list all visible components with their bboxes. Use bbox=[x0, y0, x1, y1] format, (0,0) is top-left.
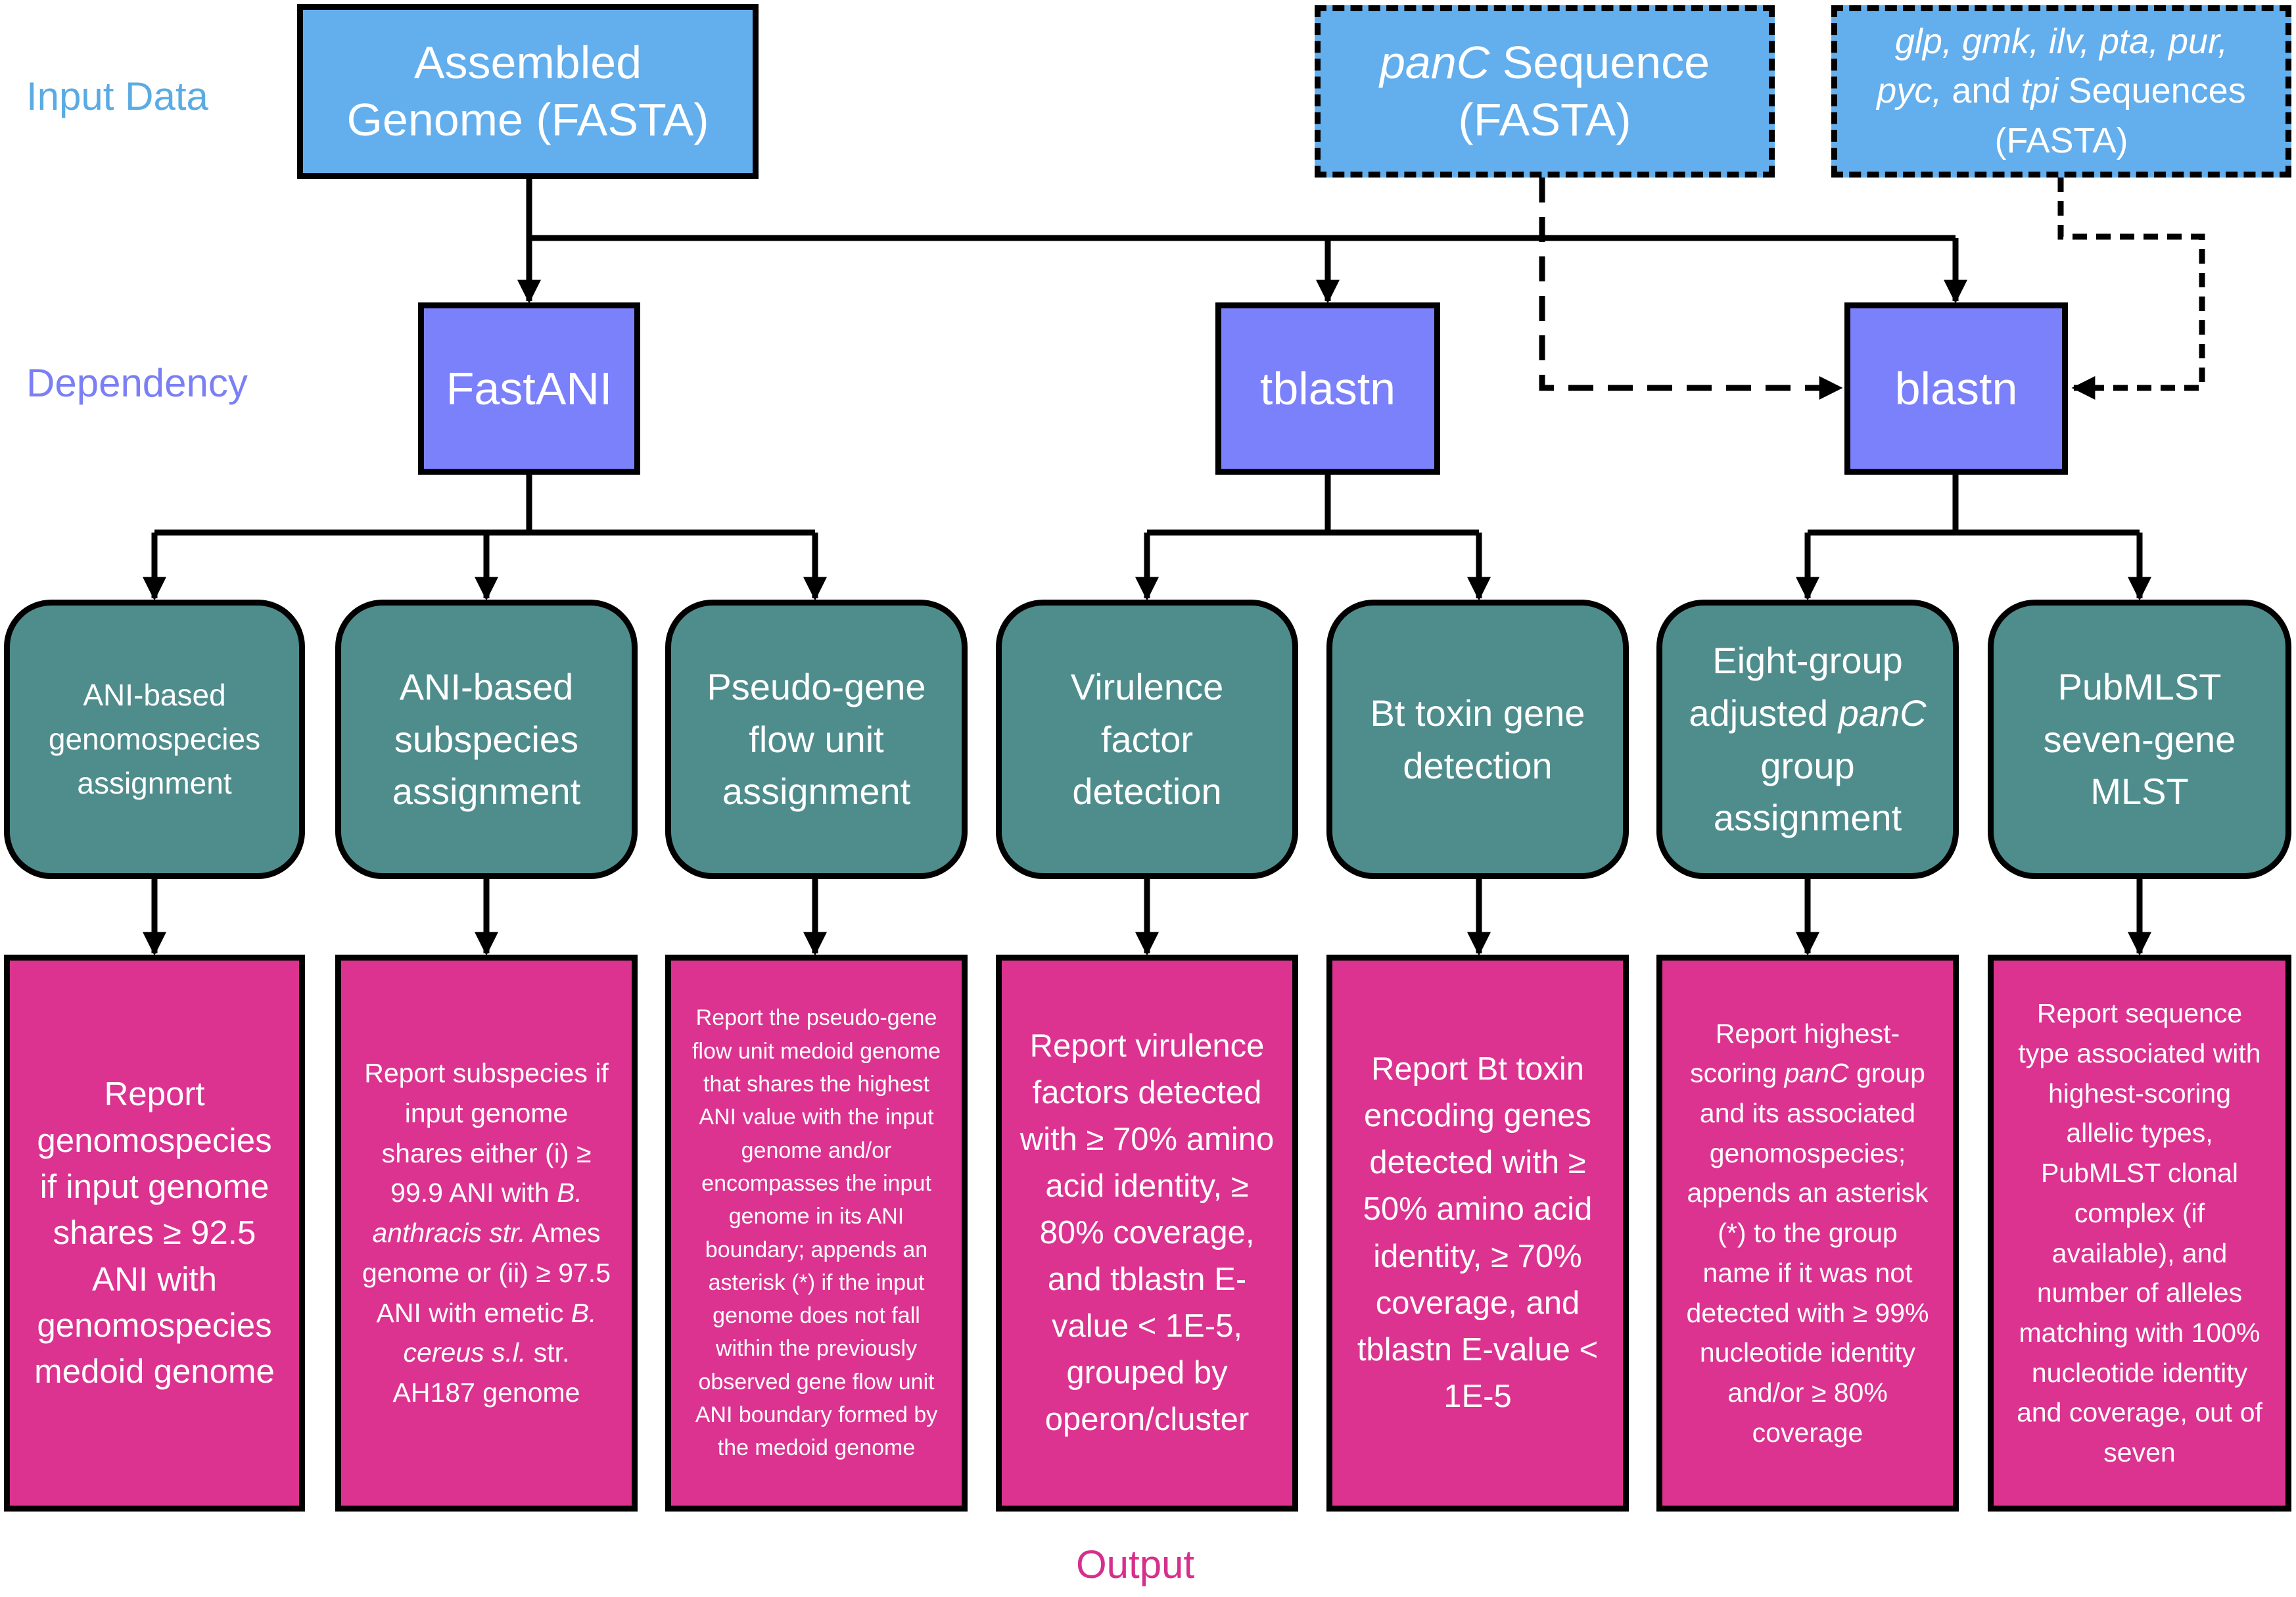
tblastn-label: tblastn bbox=[1259, 363, 1396, 414]
fastani-label: FastANI bbox=[446, 363, 613, 414]
bt-toxin-output-box: Report Bt toxin encoding genes detected … bbox=[1326, 955, 1629, 1512]
panc-group-task-box: Eight-group adjusted panC group assignme… bbox=[1656, 600, 1959, 879]
genomospecies-task-label: ANI-based genomospecies assignment bbox=[48, 678, 261, 800]
virulence-task-label: Virulence factor detection bbox=[1070, 666, 1224, 813]
input-data-label: Input Data bbox=[26, 74, 208, 118]
bt-toxin-task-label: Bt toxin gene detection bbox=[1370, 692, 1585, 786]
mlst-task-box: PubMLST seven-gene MLST bbox=[1988, 600, 2291, 879]
virulence-output-text: Report virulence factors detected with ≥… bbox=[1019, 1028, 1275, 1438]
tpi-gene-name: tpi bbox=[2021, 71, 2059, 111]
mlst-task-label: PubMLST seven-gene MLST bbox=[2043, 666, 2236, 813]
genomospecies-output-text: Report genomospecies if input genome sha… bbox=[34, 1075, 275, 1391]
blastn-dependency-box: blastn bbox=[1844, 302, 2068, 475]
mlst-genes-input-box: glp, gmk, ilv, pta, pur, pyc, and tpi Se… bbox=[1831, 5, 2291, 178]
panc-group-gene-name: panC bbox=[1838, 692, 1927, 734]
fastani-branch-line bbox=[154, 473, 815, 536]
mlst-output-box: Report sequence type associated with hig… bbox=[1988, 955, 2291, 1512]
subspecies-task-box: ANI-based subspecies assignment bbox=[335, 600, 638, 879]
pseudo-gene-flow-output-box: Report the pseudo-gene flow unit medoid … bbox=[665, 955, 968, 1512]
mlst-gene-names: glp, gmk, ilv, pta, pur, pyc, bbox=[1877, 21, 2228, 111]
mlst-output-text: Report sequence type associated with hig… bbox=[2017, 998, 2262, 1467]
panc-group-task-label: Eight-group adjusted panC group assignme… bbox=[1689, 640, 1927, 839]
pseudo-gene-flow-output-text: Report the pseudo-gene flow unit medoid … bbox=[691, 1005, 941, 1461]
panc-group-output-text: Report highest-scoring panC group and it… bbox=[1686, 1018, 1929, 1448]
virulence-task-box: Virulence factor detection bbox=[996, 600, 1298, 879]
panc-output-gene-name: panC bbox=[1784, 1058, 1849, 1089]
bt-toxin-task-box: Bt toxin gene detection bbox=[1326, 600, 1629, 879]
b-anthracis-name: B. anthracis str. bbox=[372, 1178, 582, 1249]
mlst-genes-label: glp, gmk, ilv, pta, pur, pyc, and tpi Se… bbox=[1877, 21, 2246, 160]
genomospecies-task-box: ANI-based genomospecies assignment bbox=[4, 600, 305, 879]
fastani-dependency-box: FastANI bbox=[418, 302, 640, 475]
subspecies-task-label: ANI-based subspecies assignment bbox=[392, 666, 581, 813]
b-cereus-name: B. cereus s.l. bbox=[403, 1297, 597, 1368]
dependency-label: Dependency bbox=[26, 361, 248, 405]
blastn-label: blastn bbox=[1894, 363, 2018, 414]
bt-toxin-output-text: Report Bt toxin encoding genes detected … bbox=[1357, 1051, 1599, 1414]
panc-sequence-input-box: panC Sequence (FASTA) bbox=[1315, 5, 1775, 178]
subspecies-output-text: Report subspecies if input genome shares… bbox=[362, 1058, 611, 1408]
virulence-output-box: Report virulence factors detected with ≥… bbox=[996, 955, 1298, 1512]
assembled-genome-input-box: Assembled Genome (FASTA) bbox=[297, 4, 759, 179]
panc-dashed-line bbox=[1539, 178, 1843, 400]
mlst-dashed-line bbox=[2057, 178, 2205, 400]
blastn-branch-line bbox=[1808, 473, 2140, 536]
output-label: Output bbox=[1076, 1542, 1195, 1586]
subspecies-output-box: Report subspecies if input genome shares… bbox=[335, 955, 638, 1512]
tblastn-dependency-box: tblastn bbox=[1215, 302, 1440, 475]
tblastn-branch-line bbox=[1147, 473, 1479, 536]
genome-trunk-line bbox=[526, 178, 1956, 241]
pseudo-gene-flow-task-box: Pseudo-gene flow unit assignment bbox=[665, 600, 968, 879]
assembled-genome-label: Assembled Genome (FASTA) bbox=[346, 36, 709, 146]
panc-sequence-label: panC Sequence (FASTA) bbox=[1379, 36, 1710, 146]
panc-gene-name: panC bbox=[1379, 36, 1490, 88]
pseudo-gene-flow-task-label: Pseudo-gene flow unit assignment bbox=[707, 666, 926, 813]
panc-group-output-box: Report highest-scoring panC group and it… bbox=[1656, 955, 1959, 1512]
genomospecies-output-box: Report genomospecies if input genome sha… bbox=[4, 955, 305, 1512]
